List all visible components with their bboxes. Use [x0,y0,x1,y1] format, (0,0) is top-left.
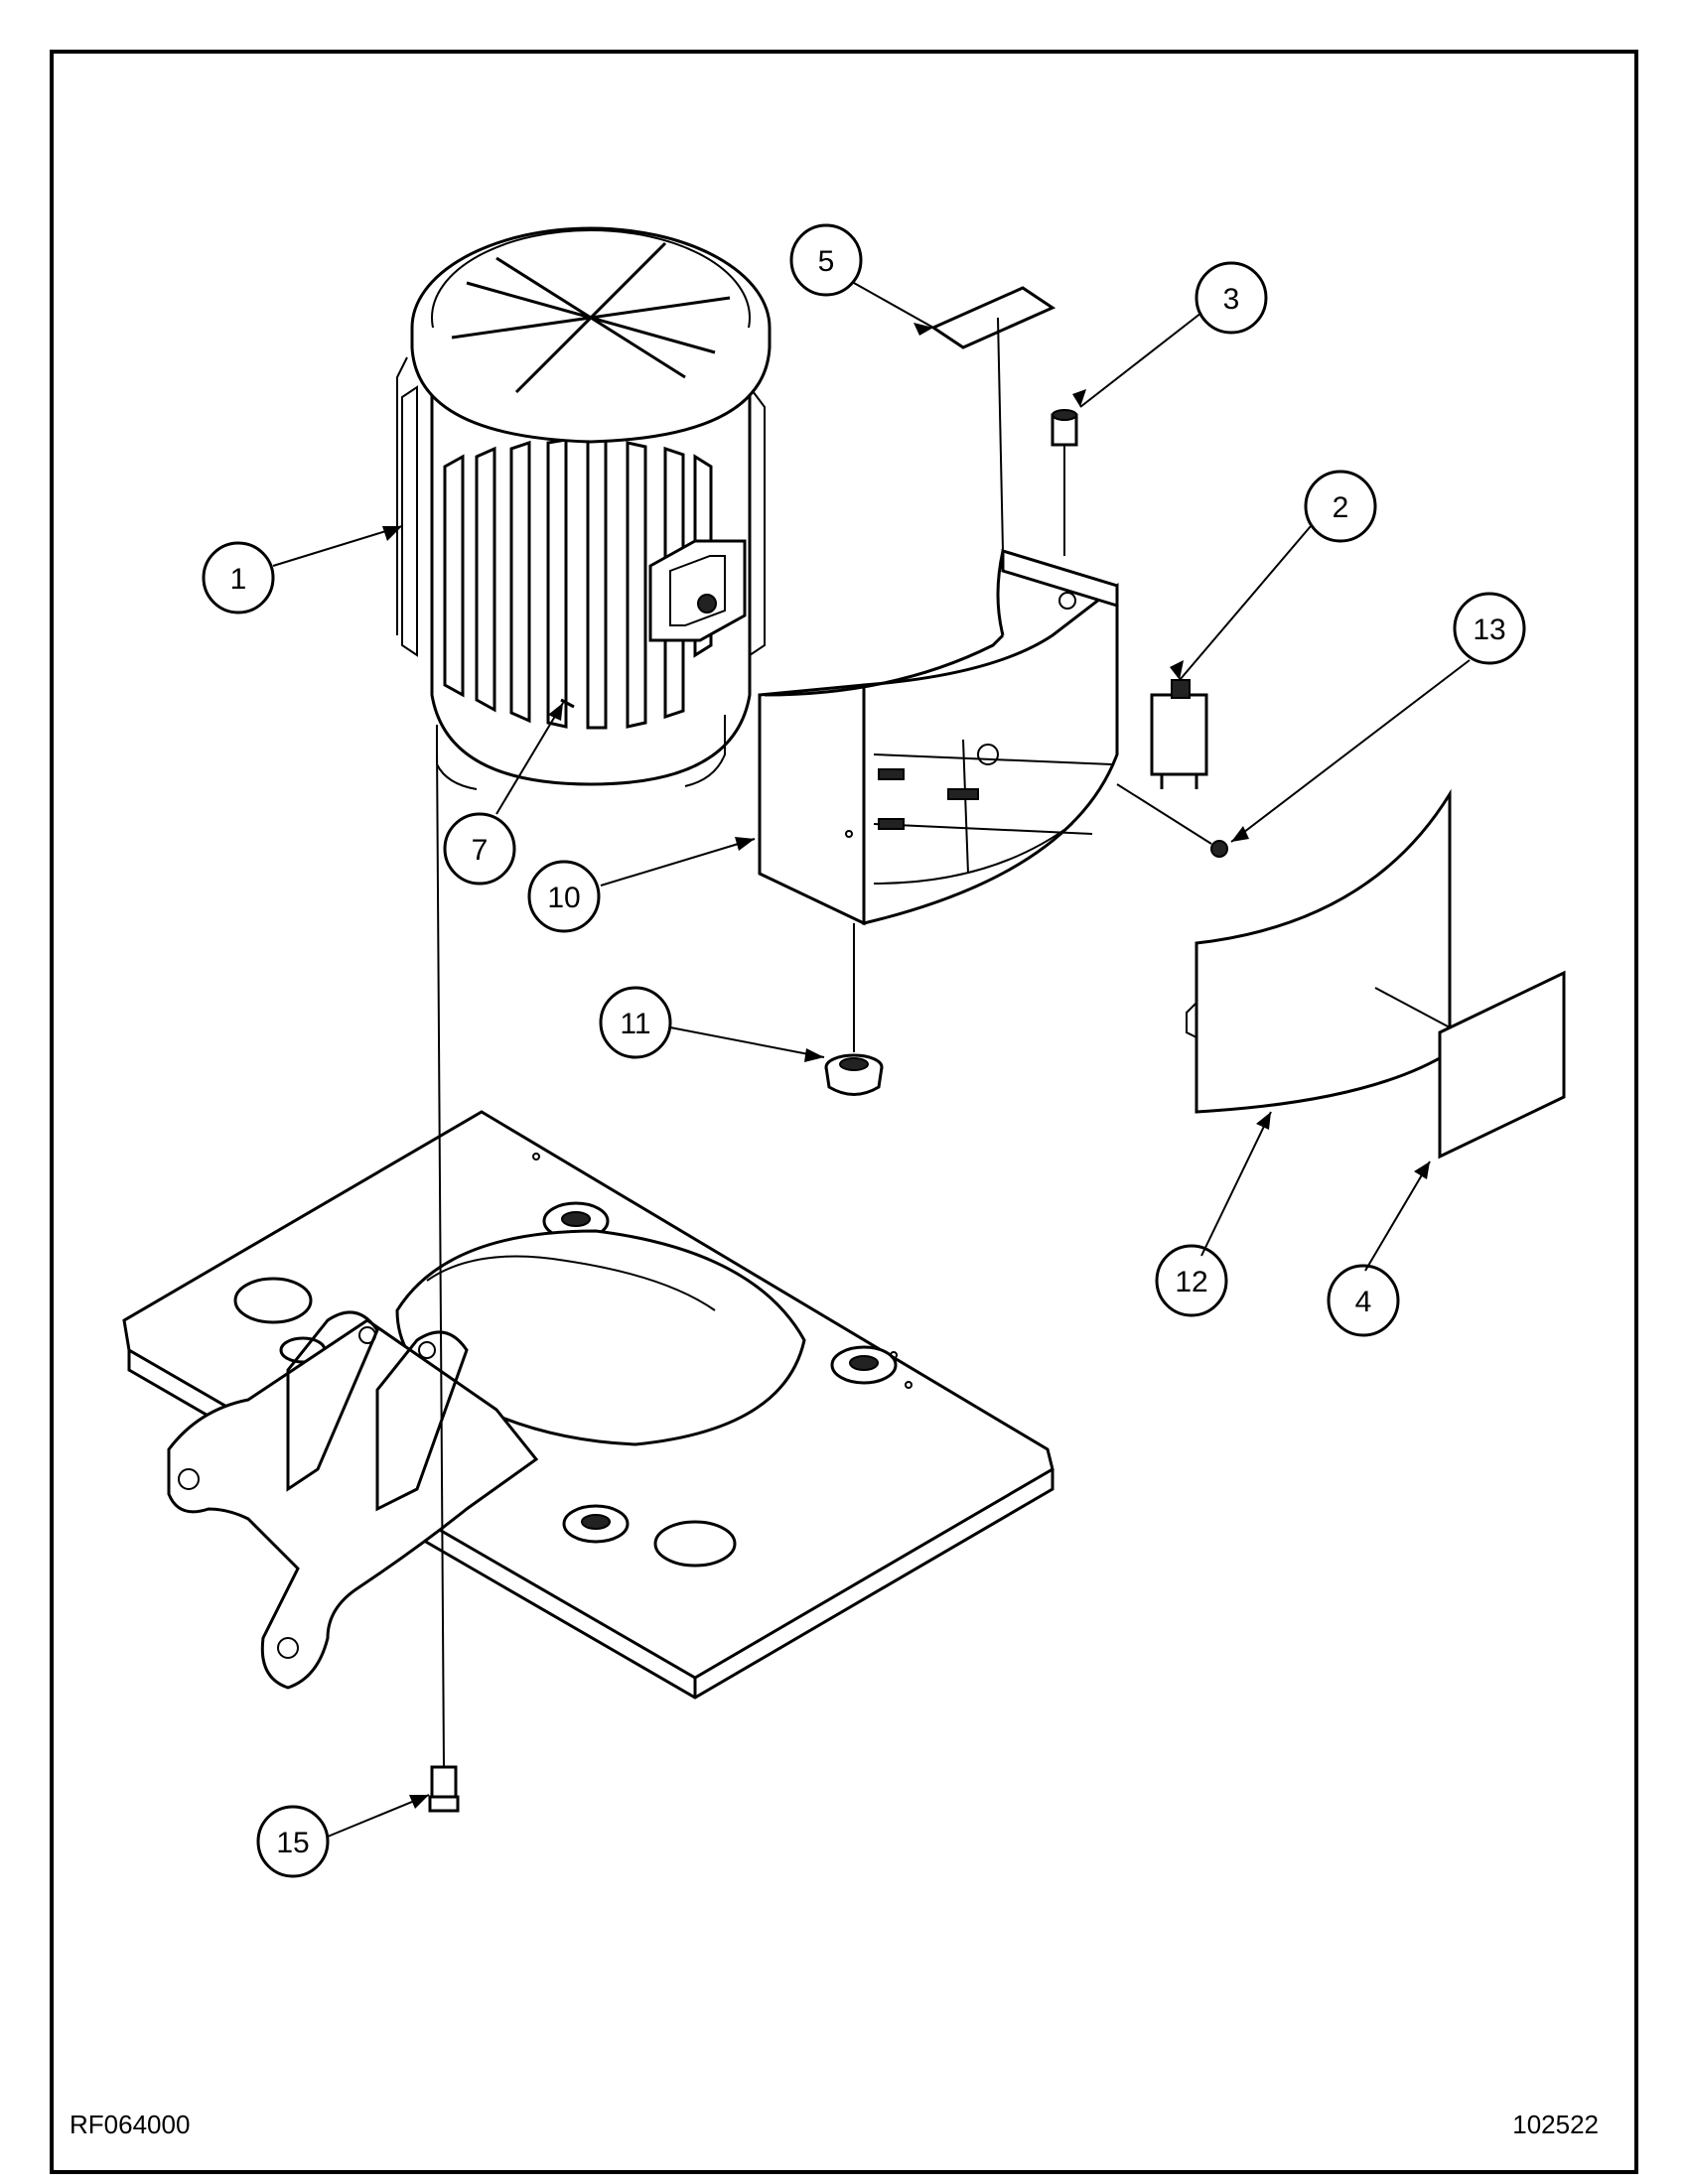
callout-13-label: 13 [1473,614,1505,646]
leader-arrowheads [382,323,1430,1809]
callout-4: 4 [1327,1264,1400,1337]
grommet [824,923,884,1096]
label-decal-top [929,286,1056,552]
motor [396,226,772,790]
callout-2: 2 [1304,470,1377,543]
terminal-cap [1051,409,1078,556]
base-plate [122,1110,1055,1700]
callout-5: 5 [789,223,863,297]
screw [1116,783,1228,858]
leader-lines [272,282,1471,1838]
callout-3: 3 [1195,261,1268,335]
callout-11: 11 [599,986,672,1059]
callout-2-label: 2 [1333,491,1349,524]
callout-10: 10 [527,860,601,933]
callout-12: 12 [1155,1244,1228,1317]
callout-15-label: 15 [276,1827,309,1859]
label-decal-side [1438,970,1566,1160]
callout-3-label: 3 [1223,283,1240,316]
drawing-number: RF064000 [70,2110,191,2139]
callout-11-label: 11 [620,1008,650,1040]
callout-7: 7 [443,812,516,886]
callout-13: 13 [1453,592,1526,665]
callout-5-label: 5 [818,245,835,278]
callout-1-label: 1 [230,563,247,596]
circuit-breaker [1150,679,1208,789]
callout-12-label: 12 [1175,1266,1207,1298]
drawing-frame [50,50,1638,2174]
bolt [428,744,460,1813]
control-box [758,548,1119,926]
callout-4-label: 4 [1355,1286,1372,1318]
revision-date: 102522 [1512,2110,1599,2139]
callout-1: 1 [202,541,275,614]
cover-panel [1186,788,1452,1114]
callout-10-label: 10 [547,882,580,914]
callout-7-label: 7 [472,834,489,867]
callout-15: 15 [256,1805,330,1878]
